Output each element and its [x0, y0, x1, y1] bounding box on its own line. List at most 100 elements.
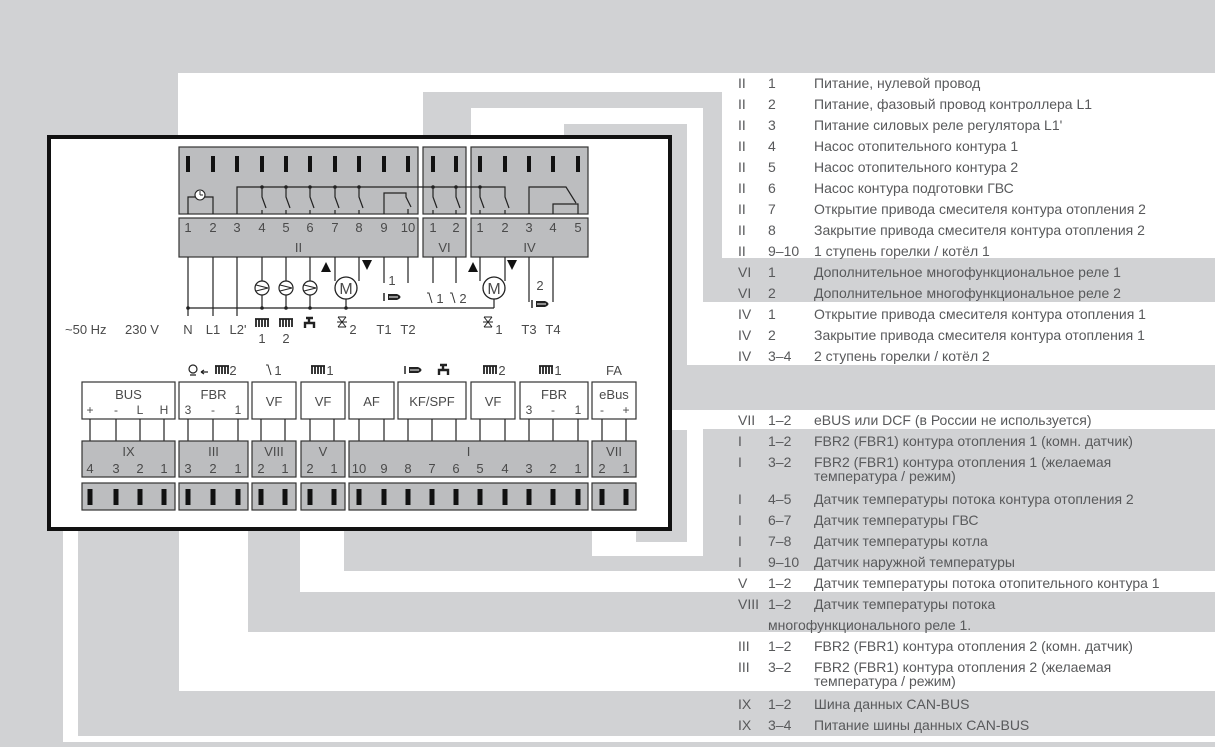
terminal-block-id: VI [438, 240, 450, 255]
legend-pins: 6 [768, 180, 776, 196]
legend-description-text: Датчик температуры ГВС [814, 512, 979, 528]
supply-frequency: ~50 Hz [65, 322, 107, 337]
legend-terminal: I [738, 433, 742, 449]
legend-description: FBR2 (FBR1) контура отопления 1 (желаема… [814, 452, 1215, 483]
sensor-box [81, 381, 176, 420]
supply-wires [187, 257, 238, 316]
sensor-box [519, 381, 589, 420]
pump-icon [302, 280, 318, 296]
relay-switch [455, 187, 461, 214]
legend-terminal: II [738, 117, 746, 133]
sensor-box [178, 381, 249, 420]
legend-terminal: VIII [738, 596, 760, 612]
radiator-shape [483, 365, 497, 374]
legend-description: Датчик температуры потока отопительного … [814, 573, 1215, 594]
legend-description-text: Датчик температуры потока контура отопле… [814, 491, 1134, 507]
terminal-block-I-connector [348, 482, 589, 511]
burner-icon [383, 293, 401, 301]
terminal-block-III-label [178, 440, 249, 478]
legend-description: 1 ступень горелки / котёл 1 [814, 241, 1215, 262]
motor-icon [334, 276, 358, 300]
terminal-pin-number: 3 [184, 461, 191, 476]
close-arrow-icon [362, 260, 372, 270]
terminal-pin [527, 156, 531, 172]
terminal-pin [87, 489, 93, 505]
legend-terminal: II [738, 96, 746, 112]
sensor-name: VF [266, 394, 283, 409]
motor-label: M [339, 281, 352, 298]
legend-pins: 9–10 [768, 243, 800, 259]
sensor-terminal-mark: L [137, 403, 144, 417]
clock-hands [199, 191, 203, 196]
terminal-pin [113, 489, 119, 505]
pump-icon [278, 280, 294, 296]
terminal-pin [623, 489, 629, 505]
terminal-pin-number: 1 [622, 461, 629, 476]
terminal-block-id: I [467, 444, 471, 459]
legend-terminal: VII [738, 412, 756, 428]
terminal-pin-number: 2 [501, 220, 508, 235]
terminal-pin [211, 156, 215, 172]
terminal-pin-number: 7 [331, 220, 338, 235]
mixer1-wires [479, 257, 506, 308]
legend-terminal: VI [738, 285, 752, 301]
sensor-terminal-mark: + [86, 403, 93, 417]
mixer-shape [483, 316, 493, 328]
terminal-pin-number: 2 [209, 220, 216, 235]
relay-common-bus [236, 186, 510, 214]
terminal-block-VI-label [422, 217, 467, 258]
legend-row: II 9–10 1 ступень горелки / котёл 1 [722, 241, 1215, 262]
legend-description-text: Датчик температуры котла [814, 533, 988, 549]
terminal-pin-number: 6 [452, 461, 459, 476]
terminal-pin [551, 156, 555, 172]
sensor-circle [188, 364, 198, 374]
sensor-terminal-mark: - [600, 403, 604, 417]
terminal-pin-number: 1 [184, 220, 191, 235]
legend-pins: 1 [768, 306, 776, 322]
legend-pins: 1 [768, 75, 776, 91]
terminal-block-IX-label [81, 440, 176, 478]
terminal-pin-number: 4 [86, 461, 93, 476]
sensor-circuit-label: 1 [326, 363, 333, 378]
legend-terminal: VI [738, 264, 752, 280]
terminal-pin [526, 489, 532, 505]
legend-description-text: Открытие привода смесителя контура отопл… [814, 201, 1146, 217]
legend-pins: 1–2 [768, 638, 792, 654]
terminal-block-IV-label [470, 217, 589, 258]
pump-circuit-1-label: 1 [258, 331, 265, 346]
legend-pins: 7 [768, 201, 776, 217]
legend-description: Насос контура подготовки ГВС [814, 178, 1215, 199]
legend-description-text: Закрытие привода смесителя контура отопл… [814, 222, 1145, 238]
legend-terminal: II [738, 243, 746, 259]
radiator-icon [311, 365, 325, 374]
sensor-name: AF [363, 394, 380, 409]
legend-description: Шина данных CAN-BUS [814, 694, 1215, 715]
legend-row-continuation: многофункционального реле 1. [768, 617, 972, 633]
legend-pins: 2 [768, 285, 776, 301]
pump-arrow [279, 284, 293, 292]
burner1-wires [383, 257, 409, 283]
legend-description: Закрытие привода смесителя контура отопл… [814, 220, 1215, 241]
legend-description: eBUS или DCF (в России не используется) [814, 410, 1215, 431]
legend-pins: 1–2 [768, 596, 792, 612]
sensor-circuit-label: 1 [554, 363, 561, 378]
terminal-pin-number: 1 [234, 461, 241, 476]
relay-switch [261, 187, 267, 214]
legend-pins: 1–2 [768, 575, 792, 591]
terminal-pin-number: 2 [549, 461, 556, 476]
legend-terminal: IV [738, 348, 752, 364]
sensor-terminal-mark: 3 [526, 403, 533, 417]
terminal-pin [282, 489, 288, 505]
t2-label: T2 [400, 322, 415, 337]
sensor-circuit-label: 2 [229, 363, 236, 378]
legend-description: Питание силовых реле регулятора L1' [814, 115, 1215, 136]
supply-line-n: N [183, 322, 192, 337]
